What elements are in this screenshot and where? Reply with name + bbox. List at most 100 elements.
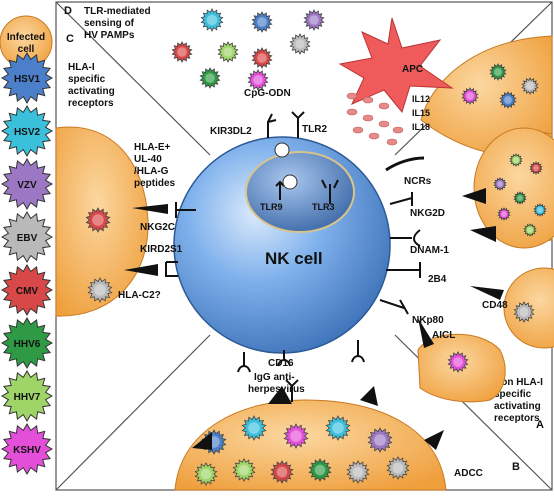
hla-c2-label: HLA-C2? xyxy=(118,290,161,301)
legend-item-label: HSV2 xyxy=(14,127,41,138)
legend-item-label: HSV1 xyxy=(14,74,41,85)
virus-glyph xyxy=(461,87,479,105)
virus-glyph xyxy=(283,423,309,449)
tlr3-label: TLR3 xyxy=(312,202,335,212)
panel-c-title-line2: specific xyxy=(68,74,106,85)
hla-e-label-line1: HLA-E+ xyxy=(134,142,171,153)
virus-glyph xyxy=(241,415,267,441)
nkg2d-ligand xyxy=(462,188,486,204)
virus-layer xyxy=(85,8,547,486)
aicl-label: AICL xyxy=(432,330,455,341)
cd48-ligand xyxy=(470,286,504,300)
virus-glyph xyxy=(521,77,539,95)
kird2s1-receptor xyxy=(165,261,178,277)
panel-a-title-line3: activating xyxy=(494,401,541,412)
dnam1-receptor xyxy=(390,229,421,247)
aicl-ligand xyxy=(418,318,434,348)
nkg2d-receptor xyxy=(389,192,413,206)
panel-letter-d: D xyxy=(64,5,72,17)
virus-glyph xyxy=(251,11,273,33)
panel-a-title-line1: Non HLA-I xyxy=(494,377,543,388)
virus-glyph xyxy=(529,161,543,175)
virus-glyph xyxy=(325,415,351,441)
virus-glyph xyxy=(513,191,527,205)
panel-a-title-line4: receptors xyxy=(494,413,540,424)
apc-cell xyxy=(338,17,454,114)
diagonal-top-left xyxy=(55,1,211,156)
igg-label-line1: IgG anti- xyxy=(254,372,295,383)
legend-item-hhv6: HHV6 xyxy=(1,317,53,369)
virus-glyph xyxy=(171,41,193,63)
legend-item-hhv7: HHV7 xyxy=(1,370,53,422)
cytokine-dot xyxy=(362,96,374,104)
tlr9-receptor xyxy=(275,180,285,200)
igg-antibody xyxy=(285,379,299,402)
virus-glyph xyxy=(199,67,221,89)
2b4-label: 2B4 xyxy=(428,274,447,285)
cytokine-dot xyxy=(352,126,364,134)
cd16-receptor-left xyxy=(237,352,251,373)
panel-c-title-line1: HLA-I xyxy=(68,62,95,73)
adcc-spike-4 xyxy=(424,430,444,450)
nkg2c-ligand xyxy=(132,204,168,214)
cd16-label: CD16 xyxy=(268,358,294,369)
nkg2c-label: NKG2C xyxy=(140,222,175,233)
virus-glyph xyxy=(493,177,507,191)
kird2s1-label: KIRD2S1 xyxy=(140,244,183,255)
nkp80-receptor xyxy=(379,299,409,315)
tlr9-label: TLR9 xyxy=(260,202,283,212)
hla-e-label-line3: /HLA-G xyxy=(134,166,169,177)
ww-glyph-nucleus xyxy=(282,174,298,190)
virus-glyph xyxy=(523,223,537,237)
adcc-spike-2 xyxy=(268,386,292,404)
cytokine-dot xyxy=(362,114,374,122)
infected-cell-right-full xyxy=(473,127,554,249)
dnam1-ligand xyxy=(470,226,496,242)
legend-item-label: CMV xyxy=(16,286,39,297)
dnam1-label: DNAM-1 xyxy=(410,245,449,256)
diagonal-bottom-left xyxy=(55,334,211,491)
ncrs-label: NCRs xyxy=(404,176,432,187)
ncrs-receptor xyxy=(385,156,425,172)
tlr2-receptor xyxy=(291,111,305,138)
ww-glyph-top xyxy=(274,142,290,158)
panel-c-title-line4: receptors xyxy=(68,98,114,109)
cytokine-dot xyxy=(378,102,390,110)
kird2s1-ligand xyxy=(124,264,158,276)
adcc-spike-3 xyxy=(360,386,378,406)
panel-letter-a: A xyxy=(536,419,544,431)
cd48-label: CD48 xyxy=(482,300,508,311)
nk-cell-nucleus xyxy=(245,151,355,233)
panel-a-title-line2: specific xyxy=(494,389,532,400)
virus-glyph xyxy=(232,458,256,482)
virus-glyph xyxy=(367,427,393,453)
panel-c-title-line3: activating xyxy=(68,86,115,97)
hla-e-label-line2: UL-40 xyxy=(134,154,162,165)
legend-item-label: EBV xyxy=(17,233,38,244)
cytokine-dot xyxy=(346,108,358,116)
virus-glyph xyxy=(346,460,370,484)
cd16-receptor-right xyxy=(351,340,365,363)
igg-label-line2: herpesvirus xyxy=(248,384,305,395)
cytokine-dot xyxy=(346,92,358,100)
legend-item-label: HHV6 xyxy=(14,339,41,350)
2b4-receptor xyxy=(386,262,421,278)
tlr3-receptor xyxy=(321,179,339,204)
legend-item-ebv: EBV xyxy=(1,211,53,263)
legend-item-hsv1: HSV1 xyxy=(1,52,53,104)
virus-glyph xyxy=(489,63,507,81)
apc-label: APC xyxy=(402,64,423,75)
panel-letter-b: B xyxy=(512,461,520,473)
legend-header-line2: cell xyxy=(18,44,35,55)
kir3dl2-label: KIR3DL2 xyxy=(210,126,252,137)
virus-glyph xyxy=(270,460,294,484)
panel-d-title-line2: sensing of xyxy=(84,18,135,29)
cytokine-label-il15: IL15 xyxy=(412,108,430,118)
nkg2d-label: NKG2D xyxy=(410,208,445,219)
cytokine-dot xyxy=(386,138,398,146)
virus-glyph xyxy=(447,351,469,373)
virus-glyph xyxy=(533,203,547,217)
cytokine-dot xyxy=(378,120,390,128)
virus-glyph xyxy=(386,456,410,480)
